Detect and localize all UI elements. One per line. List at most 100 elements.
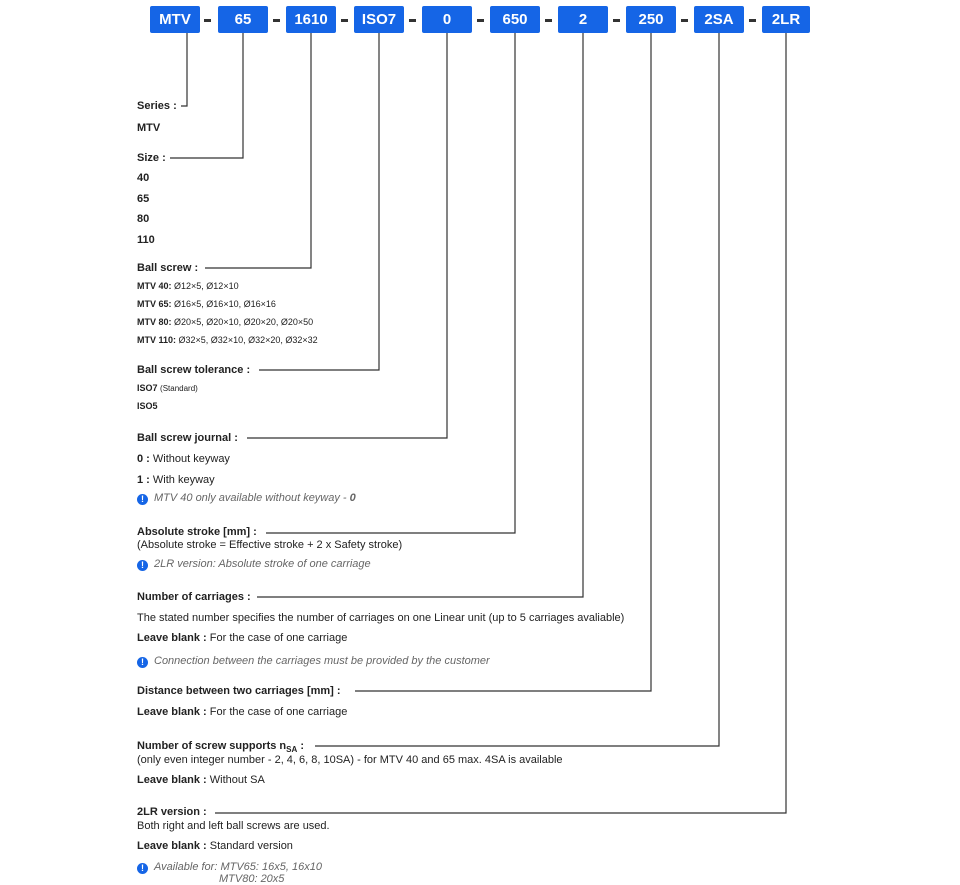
lr-label: 2LR version : <box>137 806 207 818</box>
lr-text: Both right and left ball screws are used… <box>137 820 330 832</box>
leader-supports <box>315 33 720 747</box>
ball-screw-row: MTV 65: Ø16×5, Ø16×10, Ø16×16 <box>137 299 276 309</box>
carriages-label: Number of carriages : <box>137 591 251 603</box>
lr-blank: Leave blank : Standard version <box>137 840 293 852</box>
journal-note: !MTV 40 only available without keyway - … <box>137 492 356 505</box>
journal-label: Ball screw journal : <box>137 432 238 444</box>
leader-journal <box>247 33 448 439</box>
size-label: Size : <box>137 152 166 164</box>
code-separator <box>204 19 211 22</box>
blank-text: Without SA <box>209 774 265 786</box>
label-colon: : <box>300 740 304 752</box>
code-supports: 2SA <box>694 6 744 33</box>
leader-series <box>181 33 188 107</box>
code-series: MTV <box>150 6 200 33</box>
supports-blank: Leave blank : Without SA <box>137 774 265 786</box>
label-main: Number of screw supports n <box>137 740 287 752</box>
code-separator <box>273 19 280 22</box>
supports-label: Number of screw supports nSA : <box>137 740 304 754</box>
carriages-text: The stated number specifies the number o… <box>137 612 625 624</box>
tolerance-option: ISO5 <box>137 401 158 411</box>
code-lr: 2LR <box>762 6 810 33</box>
code-separator <box>341 19 348 22</box>
tolerance-label: Ball screw tolerance : <box>137 364 251 376</box>
code-ball-screw: 1610 <box>286 6 336 33</box>
code-separator <box>749 19 756 22</box>
series-label: Series : <box>137 100 177 112</box>
stroke-label: Absolute stroke [mm] : <box>137 526 257 538</box>
option-key: 1 : <box>137 474 150 486</box>
leader-tolerance <box>259 33 380 371</box>
journal-option: 1 : With keyway <box>137 474 215 486</box>
row-key: MTV 65: <box>137 299 172 309</box>
stroke-formula: (Absolute stroke = Effective stroke + 2 … <box>137 539 403 551</box>
size-option: 65 <box>137 193 150 205</box>
option-text: Without keyway <box>152 453 230 465</box>
code-separator <box>409 19 416 22</box>
tolerance-option: ISO7 (Standard) <box>137 383 198 393</box>
code-distance: 250 <box>626 6 676 33</box>
stroke-note: ! 2LR version: Absolute stroke of one car… <box>137 558 371 571</box>
journal-option: 0 : Without keyway <box>137 453 230 465</box>
row-value: Ø20×5, Ø20×10, Ø20×20, Ø20×50 <box>174 317 314 327</box>
carriages-blank: Leave blank : For the case of one carria… <box>137 632 347 644</box>
leader-lr <box>215 33 787 814</box>
leader-carriages <box>257 33 584 598</box>
distance-blank: Leave blank : For the case of one carria… <box>137 706 347 718</box>
option-text: With keyway <box>152 474 215 486</box>
blank-text: For the case of one carriage <box>209 632 348 644</box>
ball-screw-row: MTV 80: Ø20×5, Ø20×10, Ø20×20, Ø20×50 <box>137 317 313 327</box>
series-option: MTV <box>137 122 161 134</box>
leader-ball-screw <box>205 33 312 269</box>
option-key: 0 : <box>137 453 150 465</box>
leader-stroke <box>266 33 516 534</box>
code-separator <box>477 19 484 22</box>
info-icon: ! <box>137 657 148 668</box>
info-icon: ! <box>137 863 148 874</box>
note-text: 2LR version: Absolute stroke of one carr… <box>154 558 371 570</box>
code-separator <box>613 19 620 22</box>
ball-screw-label: Ball screw : <box>137 262 199 274</box>
code-journal: 0 <box>422 6 472 33</box>
note-text: MTV 40 only available without keyway - <box>154 492 347 504</box>
leader-size <box>170 33 244 159</box>
info-icon: ! <box>137 494 148 505</box>
code-carriages: 2 <box>558 6 608 33</box>
info-icon: ! <box>137 560 148 571</box>
code-separator <box>545 19 552 22</box>
lr-note: ! Available for: MTV65: 16x5, 16x10 <box>137 861 322 874</box>
blank-text: For the case of one carriage <box>209 706 348 718</box>
blank-text: Standard version <box>209 840 293 852</box>
row-value: Ø16×5, Ø16×10, Ø16×16 <box>174 299 276 309</box>
option-code: ISO7 <box>137 383 158 393</box>
option-note: (Standard) <box>160 384 198 393</box>
code-tolerance: ISO7 <box>354 6 404 33</box>
blank-key: Leave blank : <box>137 774 207 786</box>
code-separator <box>681 19 688 22</box>
label-sub: SA <box>286 745 298 755</box>
code-stroke: 650 <box>490 6 540 33</box>
carriages-note: ! Connection between the carriages must b… <box>137 655 490 668</box>
blank-key: Leave blank : <box>137 632 207 644</box>
leader-distance <box>355 33 652 692</box>
note-code: 0 <box>349 492 356 504</box>
ball-screw-row: MTV 40: Ø12×5, Ø12×10 <box>137 281 239 291</box>
size-option: 40 <box>137 172 150 184</box>
code-size: 65 <box>218 6 268 33</box>
row-value: Ø12×5, Ø12×10 <box>174 281 239 291</box>
lr-note-line2: MTV80: 20x5 <box>219 873 285 885</box>
order-code: MTV 65 1610 ISO7 0 650 2 250 2SA 2LR <box>150 6 810 34</box>
row-value: Ø32×5, Ø32×10, Ø32×20, Ø32×32 <box>178 335 318 345</box>
row-key: MTV 80: <box>137 317 172 327</box>
distance-label: Distance between two carriages [mm] : <box>137 685 341 697</box>
size-option: 110 <box>137 234 155 246</box>
supports-text: (only even integer number - 2, 4, 6, 8, … <box>137 754 563 766</box>
ball-screw-row: MTV 110: Ø32×5, Ø32×10, Ø32×20, Ø32×32 <box>137 335 318 345</box>
row-key: MTV 110: <box>137 335 177 345</box>
row-key: MTV 40: <box>137 281 172 291</box>
note-text: Connection between the carriages must be… <box>154 655 490 667</box>
note-text: Available for: MTV65: 16x5, 16x10 <box>154 861 322 873</box>
size-option: 80 <box>137 213 150 225</box>
blank-key: Leave blank : <box>137 706 207 718</box>
